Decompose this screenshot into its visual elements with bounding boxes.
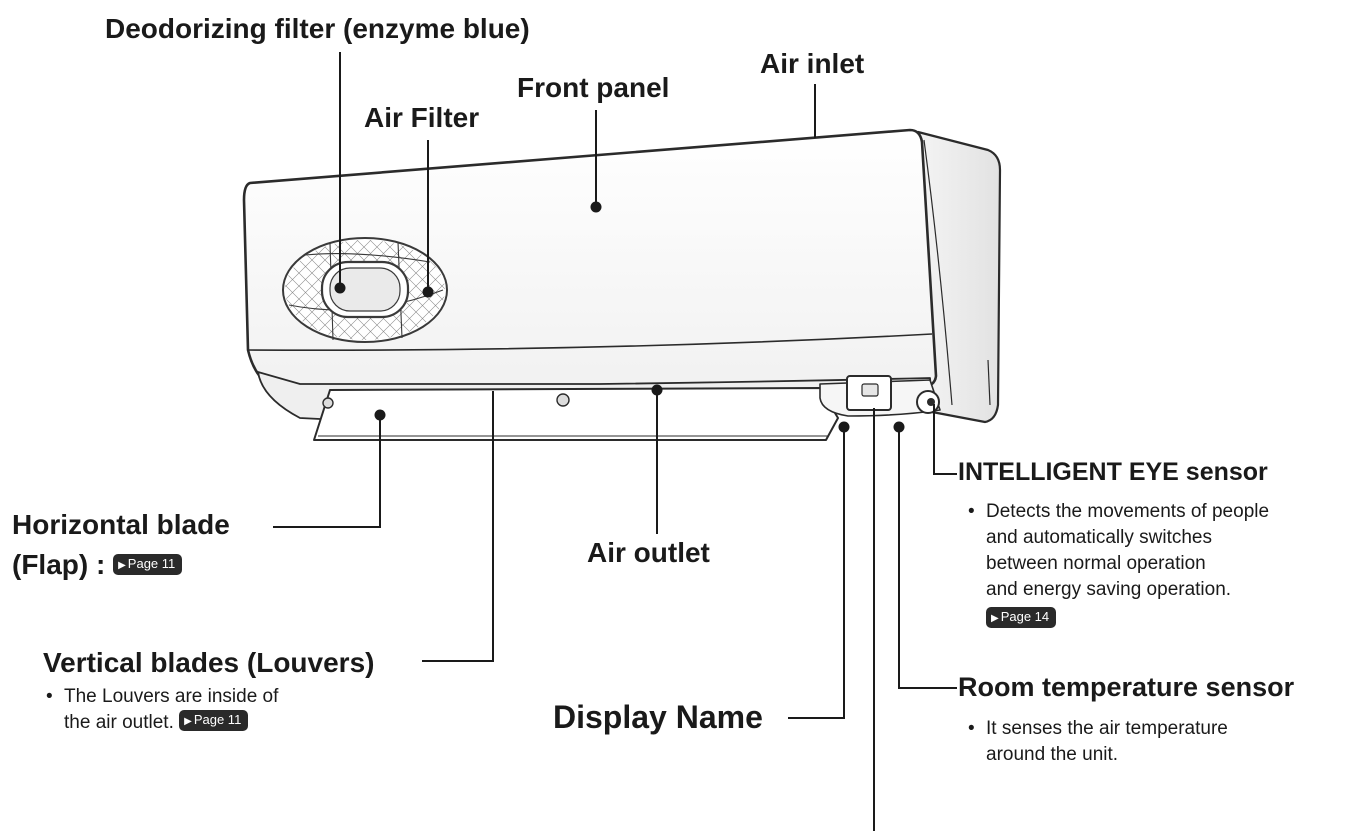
filter-window (282, 237, 448, 343)
leader-vertical-blades (422, 391, 494, 662)
page-ref-horizontal-blade-text: Page 11 (127, 556, 176, 572)
note-intelligent-eye-line1: Detects the movements of people (986, 501, 1270, 522)
note-vertical-blades: •The Louvers are inside of the air outle… (46, 686, 279, 733)
label-vertical-blades: Vertical blades (Louvers) (43, 647, 375, 678)
note-vertical-blades-line1: The Louvers are inside of (64, 686, 279, 707)
label-air-outlet: Air outlet (587, 537, 710, 568)
leader-intelligent-eye (933, 404, 957, 475)
page-ref-vertical-blades[interactable]: ▶Page 11 (179, 710, 249, 732)
leader-room-temp (898, 427, 957, 689)
note-intelligent-eye-line4: and energy saving operation. (986, 579, 1232, 600)
note-vertical-blades-line2: the air outlet. (64, 712, 174, 733)
leader-display-name (788, 427, 845, 719)
leader-horizontal-blade (273, 417, 381, 528)
label-air-inlet: Air inlet (760, 48, 865, 79)
note-intelligent-eye-line3: between normal operation (986, 553, 1206, 574)
horizontal-flap-shape (313, 387, 839, 441)
note-room-temp-line2: around the unit. (986, 744, 1119, 765)
label-intelligent-eye: INTELLIGENT EYE sensor (958, 458, 1268, 486)
label-horizontal-blade: Horizontal blade (12, 509, 230, 540)
page-ref-intelligent-eye-text: Page 14 (1000, 609, 1050, 625)
label-horizontal-blade-flap: (Flap) : ▶Page 11 (12, 549, 183, 581)
note-intelligent-eye: •Detects the movements of people and aut… (968, 499, 1269, 633)
page-ref-vertical-blades-text: Page 11 (193, 712, 242, 728)
leader-dots (334, 201, 905, 433)
leader-lines (273, 52, 957, 831)
page-ref-horizontal-blade[interactable]: ▶Page 11 (113, 554, 183, 576)
label-air-filter: Air Filter (364, 102, 480, 133)
label-deodorizing-filter: Deodorizing filter (enzyme blue) (105, 13, 530, 44)
page-ref-intelligent-eye[interactable]: ▶Page 14 (986, 607, 1057, 629)
label-display-name: Display Name (553, 699, 763, 735)
note-intelligent-eye-line2: and automatically switches (986, 527, 1212, 548)
note-room-temp: •It senses the air temperature around th… (968, 718, 1228, 765)
label-flap-text: (Flap) : (12, 549, 106, 580)
unit-side-cap (916, 130, 1002, 424)
label-front-panel: Front panel (517, 72, 670, 103)
note-room-temp-line1: It senses the air temperature (986, 718, 1228, 739)
label-room-temp: Room temperature sensor (958, 672, 1295, 702)
